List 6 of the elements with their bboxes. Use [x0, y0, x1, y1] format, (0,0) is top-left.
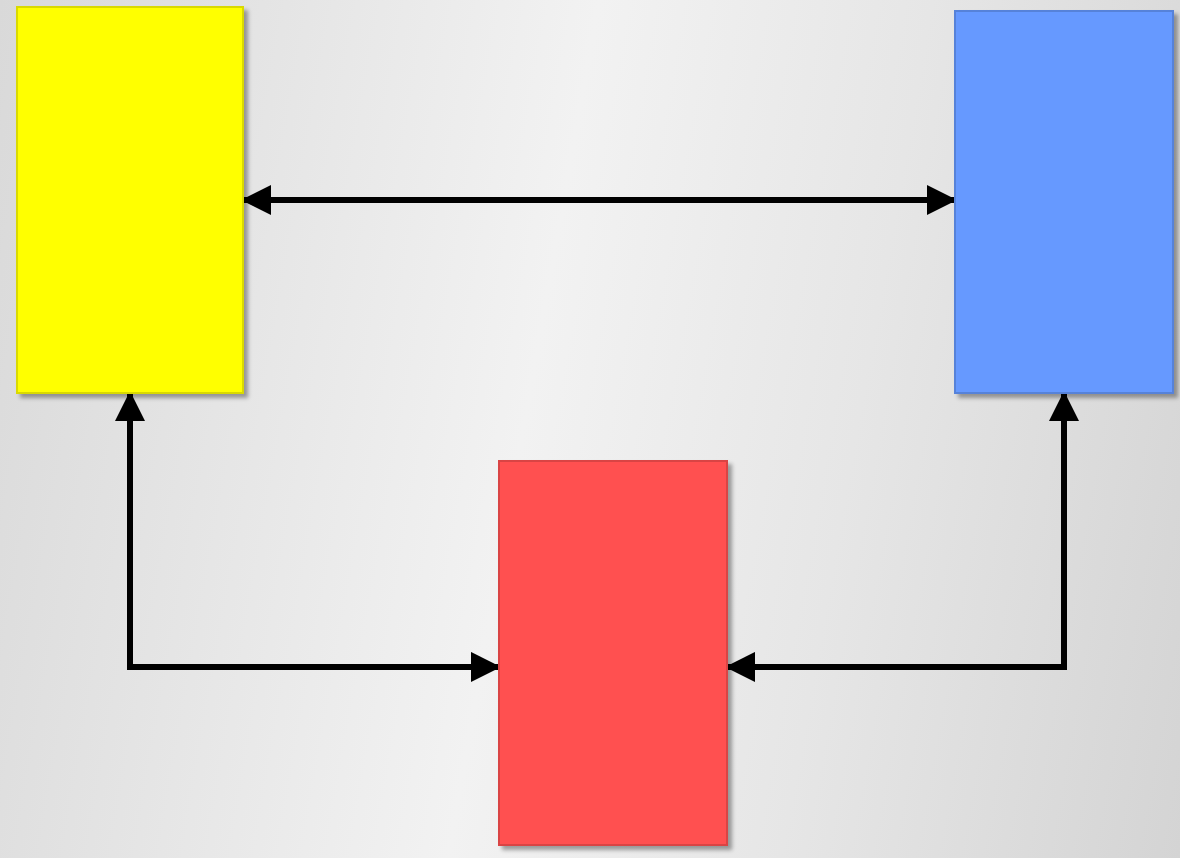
colored-block — [498, 460, 728, 846]
double-arrow — [725, 391, 1079, 682]
double-arrow — [115, 391, 501, 682]
double-arrow — [241, 185, 957, 215]
colored-block — [954, 10, 1174, 394]
colored-block — [16, 6, 244, 394]
